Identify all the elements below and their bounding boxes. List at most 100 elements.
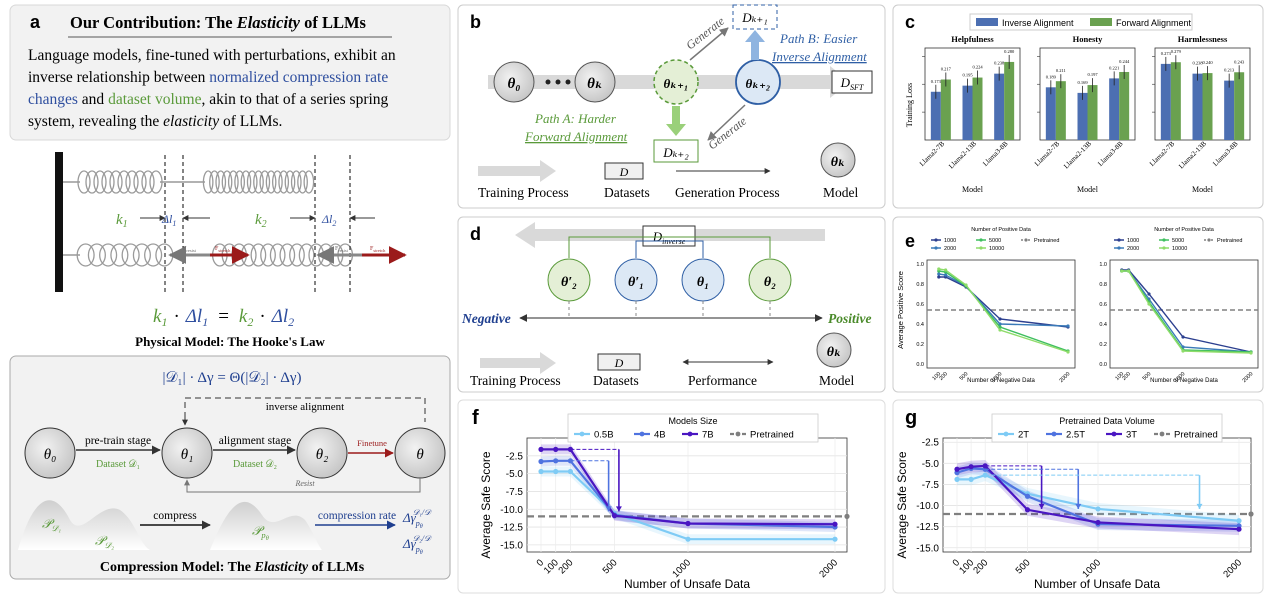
c-bar (1109, 78, 1120, 140)
panel-g: g Average Safe Score -2.5-5.0-7.5-10.0-1… (892, 399, 1264, 594)
safe-point (611, 513, 618, 519)
safe-point (553, 468, 559, 475)
d-leg-model-symbol: θₖ (827, 345, 842, 360)
e-legend-item: 5000 (989, 238, 1001, 244)
spring-k1-coil (125, 170, 139, 194)
c-subplot-title: Harmlessness (1178, 34, 1228, 44)
compression-formula: |𝒟₁| · Δγ = Θ(|𝒟₂| · Δγ) (162, 370, 301, 386)
safe-y-tick: -2.5 (922, 438, 940, 449)
c-bar (1224, 80, 1235, 140)
e-legend-item: 2000 (944, 246, 956, 252)
safe-point (1024, 493, 1031, 499)
spring-k1-coil (77, 170, 91, 194)
spring-k1-coil (85, 170, 99, 194)
force-stretch-label-2: Fstretch (370, 246, 386, 253)
spring-k2-coil (246, 170, 258, 194)
c-ylabel: Training Loss (905, 83, 914, 127)
safe-confidence-band (541, 466, 835, 545)
safe-confidence-band (541, 444, 835, 530)
b-dk2: Dₖ₊₂ (662, 145, 689, 160)
e-y-tick: 0.2 (1099, 342, 1107, 348)
safe-point (1024, 507, 1031, 513)
c-bar-value: 0.173 (931, 79, 942, 84)
b-dk1: Dₖ₊₁ (741, 10, 768, 25)
spring-k2-coil (284, 170, 296, 194)
safe-y-tick: -15.0 (916, 543, 939, 554)
d-leg-model: Model (819, 373, 854, 388)
panel-a-letter: a (30, 12, 41, 32)
e-point (998, 322, 1002, 326)
b-thetak: θₖ (587, 76, 603, 92)
spring-k2-coil (265, 170, 277, 194)
c-xlabel: Model (1077, 185, 1099, 194)
c-bar-value: 0.195 (962, 73, 973, 78)
path-b-line2: Inverse Alignment (771, 49, 867, 64)
spring-dl1-label: Δl1 (161, 212, 176, 228)
spring-k1-coil (93, 170, 107, 194)
c-bar (1202, 73, 1213, 140)
safe-point (968, 476, 974, 482)
spring-k2-coil (259, 170, 271, 194)
d-leg-performance: Performance (688, 373, 757, 388)
b-leg-datasets: Datasets (604, 185, 650, 200)
c-bar (940, 79, 951, 140)
d-positive: Positive (828, 311, 872, 326)
b-leg-model: Model (823, 185, 858, 200)
e-point (937, 272, 941, 276)
safe-y-tick: -2.5 (506, 451, 524, 462)
safe-point (954, 476, 960, 482)
safe-legend-item: 3T (1126, 430, 1137, 441)
c-bar (1087, 85, 1098, 140)
resist-label: Resist (294, 479, 315, 488)
c-bar (1004, 61, 1015, 140)
c-bar-value: 0.197 (1087, 72, 1098, 77)
panel-f-letter: f (472, 407, 479, 429)
safe-point (538, 468, 544, 475)
e-point (1120, 269, 1124, 273)
safe-point (1095, 519, 1101, 526)
e-point (937, 267, 941, 271)
dataset2-label: Dataset 𝒟₂ (233, 459, 277, 470)
comp-theta2: θ₂ (316, 447, 329, 463)
e-legend-title: Number of Positive Data (971, 227, 1032, 233)
compress-label: compress (153, 510, 197, 522)
safe-y-tick: -10.0 (916, 501, 939, 512)
safe-x-tick: 0 (535, 557, 547, 569)
e-y-tick: 0.0 (1099, 362, 1107, 368)
spring-k1-coil (133, 170, 147, 194)
safe-legend-item: Pretrained (750, 430, 794, 441)
safe-point (538, 458, 544, 465)
safe-legend-item: Pretrained (1174, 430, 1218, 441)
e-point (1066, 350, 1070, 354)
e-y-tick: 0.6 (1099, 302, 1107, 308)
safe-point (832, 521, 838, 527)
safe-xlabel: Number of Unsafe Data (624, 577, 750, 591)
safe-legend-item: 4B (654, 430, 666, 441)
safe-legend-item: 0.5B (594, 430, 614, 441)
e-point (944, 273, 948, 277)
c-bar-value: 0.189 (1046, 74, 1057, 79)
safe-point (685, 520, 691, 527)
safe-y-tick: -5.0 (922, 459, 940, 470)
pptheta-distribution-hill (210, 501, 322, 550)
e-legend-title: Number of Positive Data (1154, 227, 1215, 233)
safe-legend-item: 2T (1018, 430, 1029, 441)
d-leg-d: D (614, 356, 624, 370)
e-legend-item: 1000 (1127, 238, 1139, 244)
e-point (998, 328, 1002, 332)
e-x-tick: 200 (1121, 371, 1132, 382)
e-point (1249, 351, 1253, 355)
safe-legend-item: 2.5T (1066, 430, 1085, 441)
hooke-title: Physical Model: The Hooke's Law (135, 334, 325, 349)
spring-k1-stretched-coil (132, 243, 151, 267)
alignment-stage-label: alignment stage (219, 435, 292, 447)
spring-k1-stretched-coil (110, 243, 129, 267)
b-dsft: DSFT (840, 75, 864, 92)
spring-k1-coil (141, 170, 155, 194)
spring-k1-coil (109, 170, 123, 194)
b-thetak2: θₖ₊₂ (746, 76, 771, 91)
e-legend-item: 10000 (1172, 246, 1187, 252)
c-bar (1234, 72, 1245, 140)
c-bar (1170, 62, 1181, 140)
spring-diagram: k1 k2 Δl1 Δl2 Fresist Fstretch Fresist F… (55, 152, 407, 295)
